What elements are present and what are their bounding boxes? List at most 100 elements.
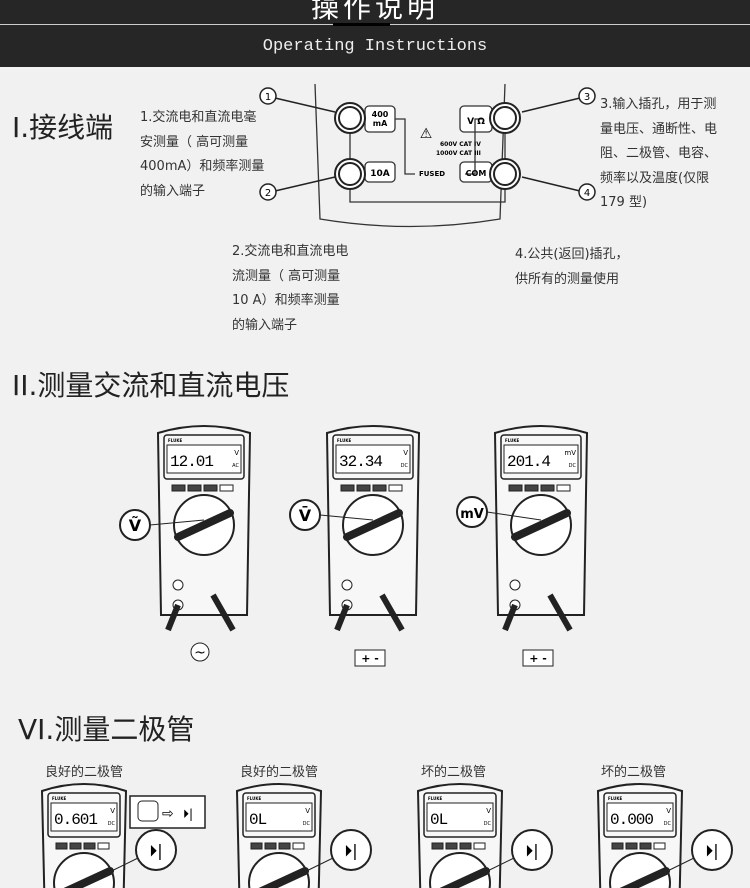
header-divider-accent xyxy=(333,23,390,26)
input-jack xyxy=(509,579,521,591)
description-line: 的输入端子 xyxy=(140,183,206,199)
marker-number-4: 4 xyxy=(584,188,590,199)
callout-line xyxy=(149,519,205,526)
callout-line xyxy=(281,857,334,884)
meter-button xyxy=(69,842,82,850)
brand-logo: FLUKE xyxy=(337,438,351,443)
terminal-400ma-label-line: 400 xyxy=(372,110,389,119)
lcd-mode: DC xyxy=(484,821,492,827)
marker-number-2: 2 xyxy=(265,188,271,199)
meter-button xyxy=(639,842,652,850)
lcd-reading: 12.01 xyxy=(170,453,213,471)
callout-line xyxy=(642,857,695,884)
lcd-unit: mV xyxy=(564,449,576,457)
description-line: 流测量（ 高可测量 xyxy=(232,268,341,284)
section-title-voltage: II.测量交流和直流电压 xyxy=(12,369,290,402)
description-line: 安测量（ 高可测量 xyxy=(140,134,249,150)
meter-button xyxy=(83,842,96,850)
cat-rating-2: 1000V CAT III xyxy=(436,150,481,157)
meter-button xyxy=(540,484,555,492)
meter-button xyxy=(264,842,277,850)
lcd-screen xyxy=(335,444,411,474)
lcd-unit: V xyxy=(403,449,408,457)
diode-callout-icon xyxy=(330,829,372,871)
lcd-mode: DC xyxy=(569,463,577,469)
lcd-screen xyxy=(166,444,242,474)
meter-display-bezel xyxy=(332,434,414,480)
description-line: 10 A）和频率测量 xyxy=(232,293,340,308)
lcd-mode: DC xyxy=(401,463,409,469)
lcd-mode: DC xyxy=(664,821,672,827)
marker-circle xyxy=(259,183,277,201)
diode-case-label: 坏的二极管 xyxy=(601,765,667,780)
meter-button xyxy=(219,484,234,492)
function-symbol: Ṽ xyxy=(129,516,142,535)
dial-pointer xyxy=(343,509,403,541)
header-subtitle: Operating Instructions xyxy=(262,37,488,56)
diode-case-label: 良好的二极管 xyxy=(45,765,124,780)
lcd-unit: V xyxy=(666,807,671,815)
diode-callout-icon xyxy=(511,829,553,871)
lcd-mode: DC xyxy=(303,821,311,827)
lcd-mode: DC xyxy=(108,821,116,827)
description-line: 3.输入插孔，用于测 xyxy=(600,97,717,112)
meter-button xyxy=(356,484,371,492)
lcd-screen xyxy=(503,444,579,474)
meter-button xyxy=(653,842,666,850)
meter-button xyxy=(508,484,523,492)
meter-display-bezel xyxy=(163,434,245,480)
meter-button xyxy=(625,842,638,850)
lcd-screen xyxy=(50,802,118,832)
diode-symbol: ⏵| xyxy=(525,841,538,860)
lcd-unit: V xyxy=(486,807,491,815)
section-title-diode: VI.测量二极管 xyxy=(18,713,195,746)
meter-display-bezel xyxy=(47,792,121,838)
diode-case-label: 坏的二极管 xyxy=(421,765,487,780)
lcd-reading: 0.000 xyxy=(610,811,653,829)
marker-circle xyxy=(259,87,277,105)
marker-arrows xyxy=(274,97,581,192)
lcd-unit: V xyxy=(110,807,115,815)
meter-button xyxy=(524,484,539,492)
meter-button xyxy=(55,842,68,850)
diode-mode-button-hint: ⇨⏵| xyxy=(129,795,206,829)
brand-logo: FLUKE xyxy=(608,796,622,801)
test-leads xyxy=(334,593,405,632)
function-symbol: mV xyxy=(460,507,484,522)
callout-line xyxy=(462,857,515,884)
meter-button xyxy=(340,484,355,492)
meter-display-bezel xyxy=(423,792,497,838)
lcd-unit: V xyxy=(305,807,310,815)
button-press-icon xyxy=(137,800,159,822)
ac-source-icon xyxy=(190,642,210,662)
lcd-reading: 0.601 xyxy=(54,811,97,829)
description-line: 的输入端子 xyxy=(232,317,298,333)
meter-button xyxy=(171,484,186,492)
meter-display-bezel xyxy=(242,792,316,838)
lcd-screen xyxy=(606,802,674,832)
diode-symbol: ⏵| xyxy=(149,841,162,860)
marker-circle xyxy=(578,183,596,201)
meter-button xyxy=(278,842,291,850)
meter-button xyxy=(388,484,403,492)
diode-symbol: ⏵| xyxy=(183,807,193,821)
meter-button xyxy=(97,842,110,850)
brand-logo: FLUKE xyxy=(505,438,519,443)
cat-rating-1: 600V CAT IV xyxy=(440,141,481,148)
callout-line xyxy=(86,857,139,884)
terminal-jacks xyxy=(334,102,521,190)
battery-icon xyxy=(354,649,386,667)
test-leads xyxy=(165,593,236,632)
battery-polarity: + - xyxy=(529,652,547,665)
description-line: 频率以及温度(仅限 xyxy=(600,170,710,186)
meter-button xyxy=(203,484,218,492)
